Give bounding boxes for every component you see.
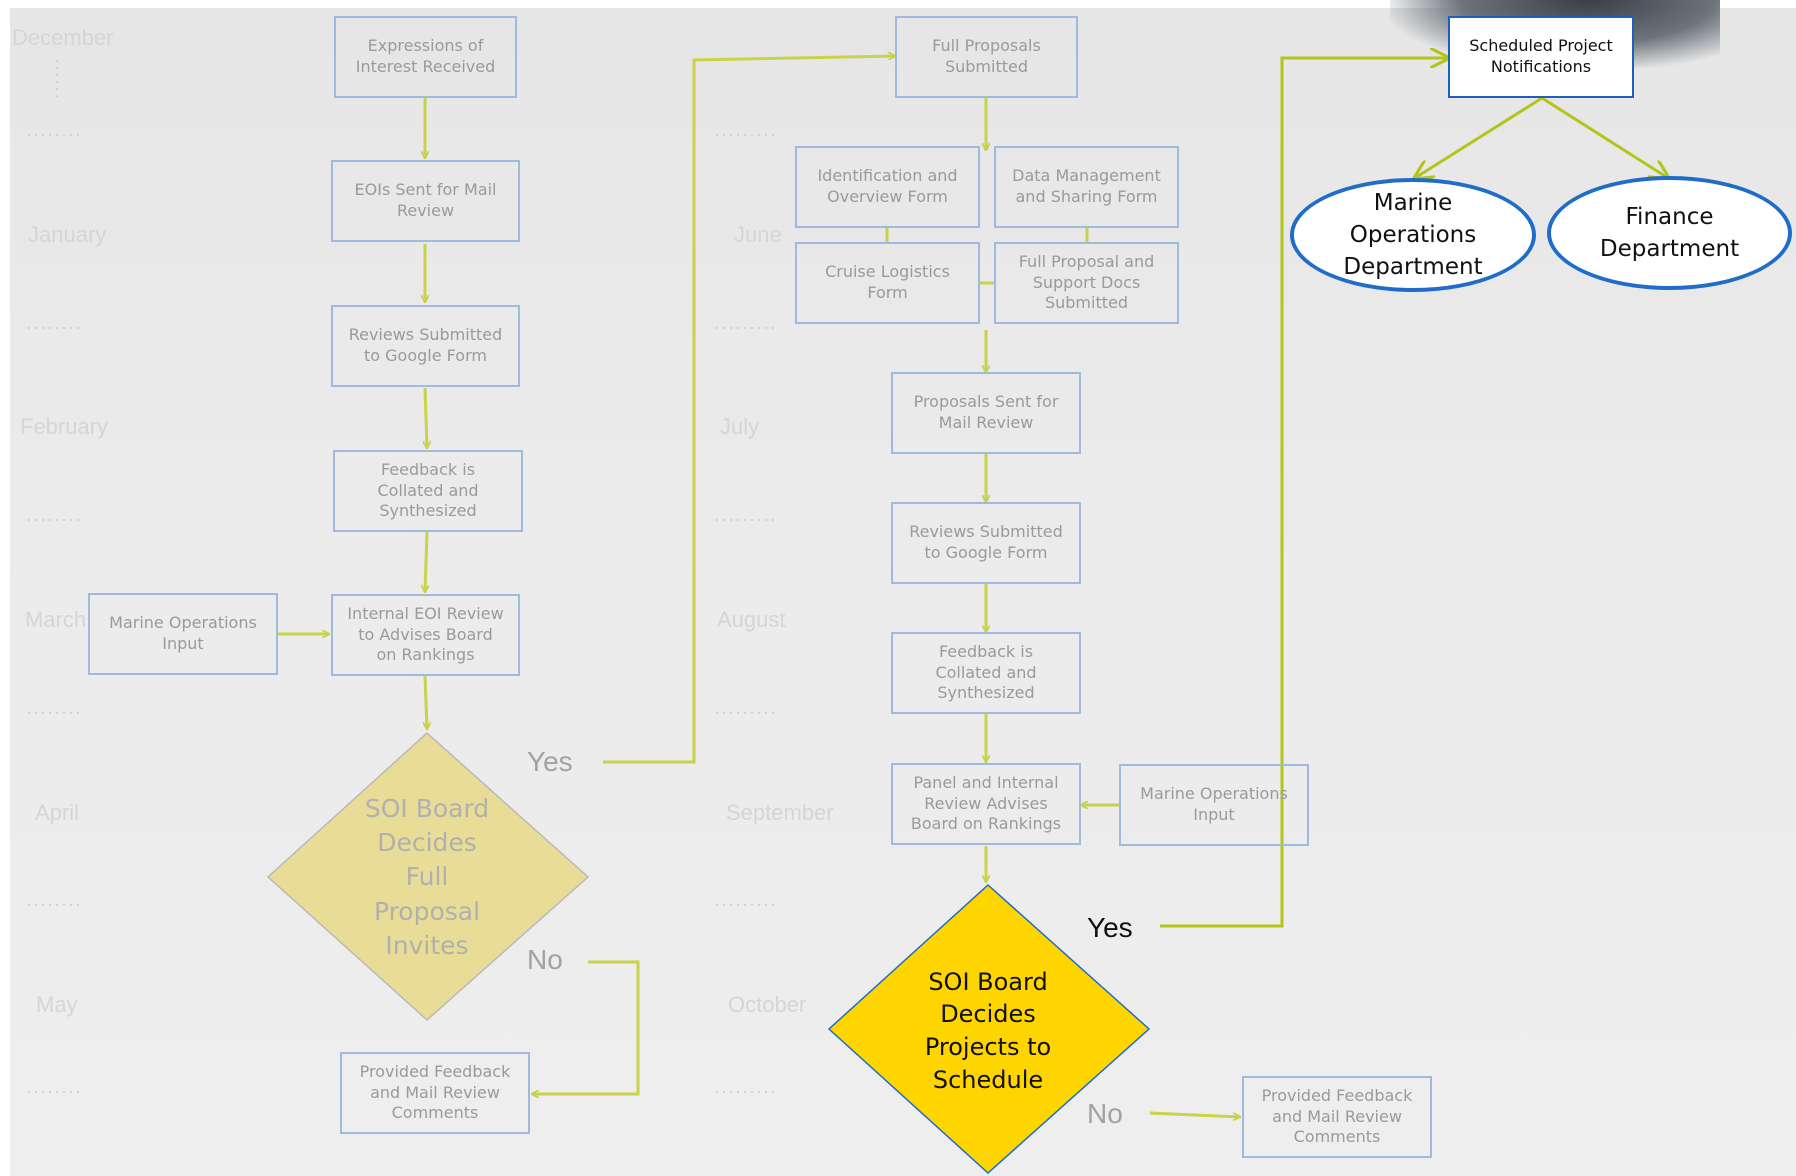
finance-department: Finance Department [1547,176,1792,290]
month-label: March [25,607,87,632]
month-label: December [12,25,114,50]
eoi-received-box: Expressions of Interest Received [334,16,517,98]
month-label: April [35,800,80,825]
decision-label-phase1: SOI Board Decides Full Proposal Invites [364,793,490,960]
month-label: June [734,222,782,247]
identification-form-box: Identification and Overview Form [795,146,980,228]
feedback-provided-box: Provided Feedback and Mail Review Commen… [340,1052,530,1134]
full-proposal-docs-box: Full Proposal and Support Docs Submitted [994,242,1179,324]
reviews-submitted-box-2: Reviews Submitted to Google Form [891,502,1081,584]
eoi-mail-review-box: EOIs Sent for Mail Review [331,160,520,242]
decision-label-phase2: SOI Board Decides Projects to Schedule [924,967,1052,1094]
month-label: January [28,222,107,247]
month-label: September [726,800,834,825]
month-label: October [728,992,807,1017]
marine-ops-input-box-2: Marine Operations Input [1119,764,1309,846]
month-label: August [717,607,786,632]
month-label: May [36,992,78,1017]
scheduled-notifications-box: Scheduled Project Notifications [1448,16,1634,98]
no-label: No [527,944,563,975]
internal-review-box: Internal EOI Review to Advises Board on … [331,594,520,676]
cruise-logistics-form-box: Cruise Logistics Form [795,242,980,324]
timeline-guides [28,60,776,1093]
marine-ops-input-box: Marine Operations Input [88,593,278,675]
feedback-provided-box-2: Provided Feedback and Mail Review Commen… [1242,1076,1432,1158]
yes-label-2: Yes [1087,912,1133,943]
proposals-mail-review-box: Proposals Sent for Mail Review [891,372,1081,454]
feedback-collated-box: Feedback is Collated and Synthesized [333,450,523,532]
marine-operations-department: Marine Operations Department [1290,178,1536,292]
decision-diamond-phase2 [827,883,1151,1175]
data-management-form-box: Data Management and Sharing Form [994,146,1179,228]
reviews-submitted-box: Reviews Submitted to Google Form [331,305,520,387]
decision-diamond-phase1 [266,731,590,1022]
full-proposals-box: Full Proposals Submitted [895,16,1078,98]
panel-review-box: Panel and Internal Review Advises Board … [891,763,1081,845]
feedback-collated-box-2: Feedback is Collated and Synthesized [891,632,1081,714]
month-label: July [720,414,760,439]
no-label-2: No [1087,1098,1123,1129]
month-label: February [20,414,109,439]
yes-label: Yes [527,746,573,777]
